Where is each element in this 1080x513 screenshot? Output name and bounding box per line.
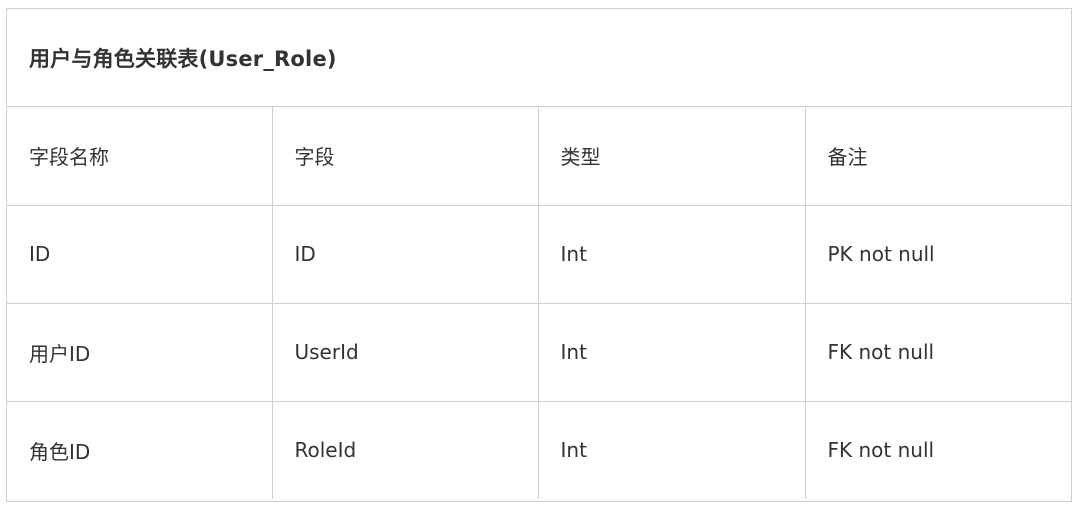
table-row: 用户ID UserId Int FK not null [7, 303, 1071, 402]
table-cell: PK not null [805, 205, 1071, 304]
table-frame: 用户与角色关联表(User_Role) 字段名称 字段 类型 备注 ID ID … [6, 8, 1072, 502]
table-cell: Int [538, 401, 806, 499]
table-title-row: 用户与角色关联表(User_Role) [7, 9, 1071, 107]
table-cell: ID [272, 205, 539, 304]
schema-table: 字段名称 字段 类型 备注 ID ID Int PK not null 用户ID… [7, 107, 1071, 499]
table-row: 角色ID RoleId Int FK not null [7, 401, 1071, 499]
table-cell: FK not null [827, 438, 935, 463]
header-cell-field-name: 字段名称 [7, 107, 273, 206]
header-cell-type: 类型 [538, 107, 806, 206]
header-cell-remark: 备注 [805, 107, 1071, 206]
header-cell-field: 字段 [272, 107, 539, 206]
table-cell: UserId [272, 303, 539, 402]
table-row: ID ID Int PK not null [7, 205, 1071, 304]
table-cell: 角色ID [7, 401, 273, 499]
table-cell: FK not null [805, 303, 1071, 402]
table-cell: Int [538, 303, 806, 402]
table-cell: RoleId [272, 401, 539, 499]
table-cell: Int [538, 205, 806, 304]
table-cell: 用户ID [7, 303, 273, 402]
header-row: 字段名称 字段 类型 备注 [7, 107, 1071, 206]
table-cell: ID [7, 205, 273, 304]
table-title: 用户与角色关联表(User_Role) [29, 46, 337, 71]
